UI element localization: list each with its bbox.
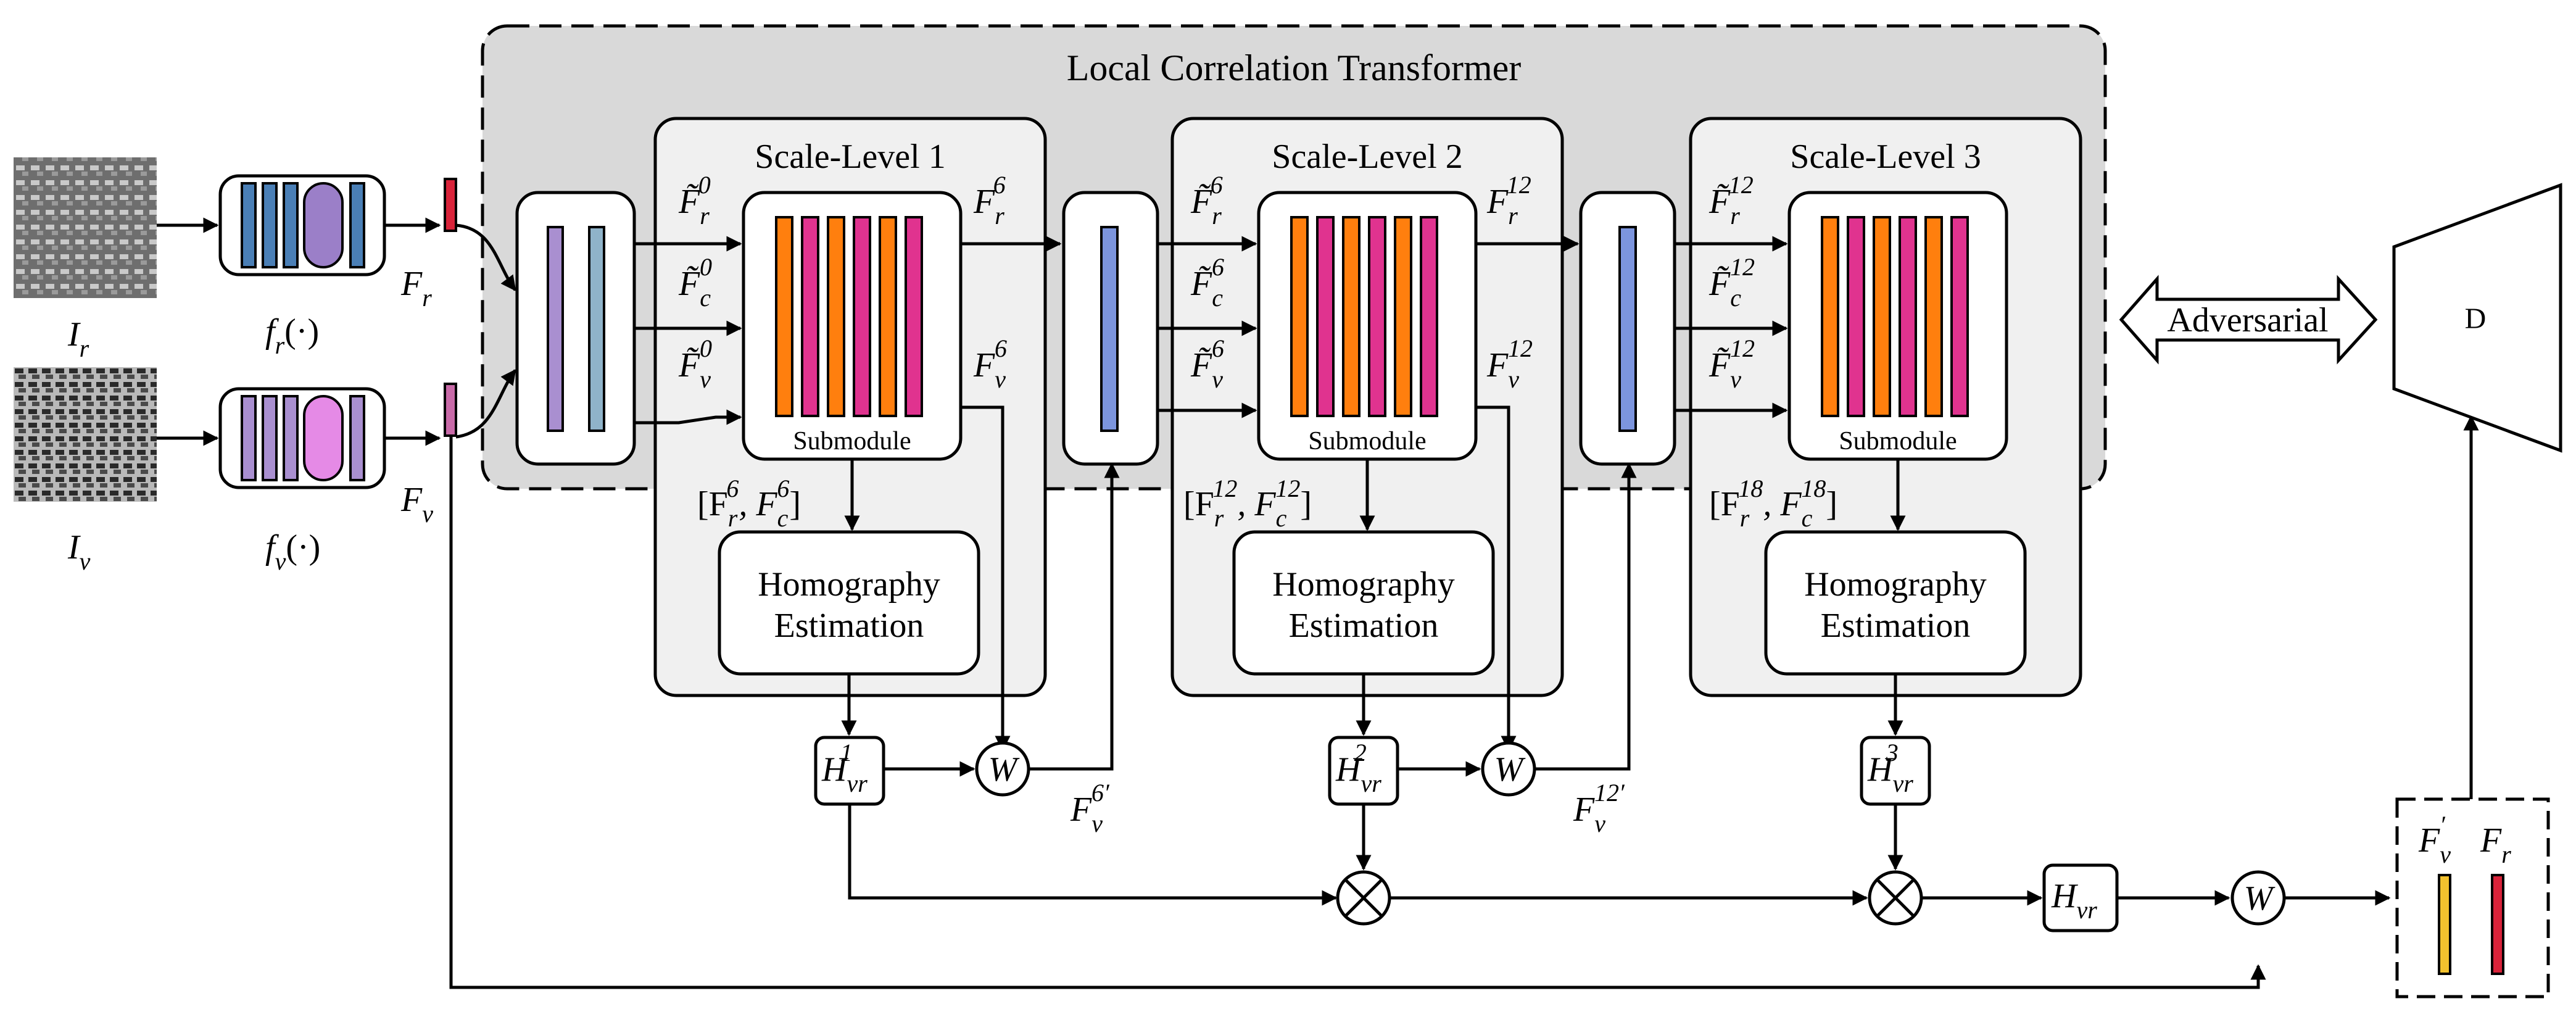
label-l1-concat: [Fr6, Fc6] bbox=[697, 475, 801, 532]
arrow-warp2-fusion bbox=[1534, 462, 1637, 771]
encoder-fv bbox=[218, 387, 386, 489]
label-l3-in-c: F̃c12 bbox=[1708, 253, 1755, 312]
output-bar-fv-prime bbox=[2438, 874, 2451, 975]
label-h1: Hvr1 bbox=[821, 739, 868, 797]
label-l1-in-r: F̃r0 bbox=[678, 171, 711, 230]
label-l1-in-c: F̃c0 bbox=[678, 253, 712, 312]
fusion-block-1 bbox=[1062, 191, 1159, 466]
scale-level-1: Scale-Level 1 Submodule Homography Estim… bbox=[653, 117, 1047, 697]
label-h3: Hvr3 bbox=[1867, 739, 1913, 797]
arrow-l2-out-v bbox=[1476, 405, 1517, 752]
label-l3-concat: [Fr18, Fc18] bbox=[1709, 475, 1837, 532]
label-iv: Iv bbox=[67, 528, 91, 575]
compose-2 bbox=[1868, 870, 1923, 926]
feature-bar-fr bbox=[444, 178, 457, 232]
label-h-final: Hvr bbox=[2051, 877, 2097, 924]
submodule-3-label: Submodule bbox=[1839, 427, 1957, 455]
warp-1-label: W bbox=[988, 750, 1020, 789]
homography-3-line2: Estimation bbox=[1821, 607, 1971, 645]
adversarial-label: Adversarial bbox=[2167, 301, 2328, 339]
homography-1-line2: Estimation bbox=[774, 607, 924, 645]
output-bar-fr bbox=[2491, 874, 2504, 975]
input-image-iv bbox=[14, 367, 157, 502]
label-l1-out-r: Fr6 bbox=[973, 171, 1006, 230]
label-l2-out-v: Fv12 bbox=[1486, 334, 1533, 393]
scale-level-3: Scale-Level 3 Submodule Homography Estim… bbox=[1689, 117, 2082, 697]
input-image-ir bbox=[14, 157, 157, 298]
curve-fr-fusion bbox=[455, 223, 517, 292]
label-fr: fr(·) bbox=[265, 312, 319, 359]
label-output-fr: Fr bbox=[2480, 821, 2511, 868]
scale-level-1-title: Scale-Level 1 bbox=[755, 138, 945, 176]
line-h1-compose bbox=[848, 804, 1338, 906]
label-l2-concat: [Fr12, Fc12] bbox=[1183, 475, 1312, 532]
label-l2-in-v: F̃v6 bbox=[1190, 334, 1224, 393]
label-feature-fv: Fv bbox=[400, 481, 433, 528]
label-l2-warped: Fv12′ bbox=[1573, 779, 1625, 837]
warp-final-label: W bbox=[2244, 879, 2276, 918]
fusion-block-0 bbox=[515, 191, 636, 466]
arrow-l1-out-v bbox=[961, 405, 1011, 752]
submodule-2-label: Submodule bbox=[1308, 427, 1426, 455]
scale-level-3-title: Scale-Level 3 bbox=[1790, 138, 1981, 176]
label-l1-in-v: F̃v0 bbox=[678, 334, 712, 393]
label-l3-in-v: F̃v12 bbox=[1708, 334, 1755, 393]
label-l2-out-r: Fr12 bbox=[1486, 171, 1531, 230]
arrow-l1-in-v bbox=[634, 409, 742, 425]
homography-2-line2: Estimation bbox=[1289, 607, 1439, 645]
label-l3-in-r: F̃r12 bbox=[1708, 171, 1754, 230]
feature-bar-fv bbox=[444, 383, 457, 437]
label-feature-fr: Fr bbox=[400, 265, 432, 312]
homography-3-line1: Homography bbox=[1804, 565, 1987, 604]
label-ir: Ir bbox=[67, 315, 89, 362]
label-l2-in-r: F̃r6 bbox=[1190, 171, 1223, 230]
submodule-1-label: Submodule bbox=[793, 427, 911, 455]
label-l1-warped: Fv6′ bbox=[1070, 779, 1110, 837]
homography-2-line1: Homography bbox=[1272, 565, 1455, 604]
encoder-fr bbox=[218, 174, 386, 276]
discriminator bbox=[2392, 183, 2562, 453]
fusion-block-2 bbox=[1579, 191, 1676, 466]
adversarial-arrow bbox=[2119, 275, 2378, 365]
discriminator-label: D bbox=[2465, 302, 2487, 335]
homography-1-line1: Homography bbox=[758, 565, 940, 604]
warp-2-label: W bbox=[1494, 750, 1526, 789]
label-l2-in-c: F̃c6 bbox=[1190, 253, 1224, 312]
curve-fv-fusion bbox=[455, 368, 517, 439]
scale-level-2-title: Scale-Level 2 bbox=[1272, 138, 1462, 176]
transformer-title: Local Correlation Transformer bbox=[1067, 48, 1522, 88]
label-output-fv-prime: Fv′ bbox=[2418, 811, 2451, 868]
compose-1 bbox=[1336, 870, 1391, 926]
label-l1-out-v: Fv6 bbox=[973, 334, 1007, 393]
label-fv: fv(·) bbox=[265, 528, 320, 575]
output-box bbox=[2395, 797, 2550, 998]
scale-level-2: Scale-Level 2 Submodule Homography Estim… bbox=[1170, 117, 1564, 697]
line-fv-bottom-bus bbox=[449, 436, 2266, 989]
label-h2: Hvr2 bbox=[1335, 739, 1381, 797]
arrow-warp1-fusion bbox=[1029, 462, 1120, 771]
